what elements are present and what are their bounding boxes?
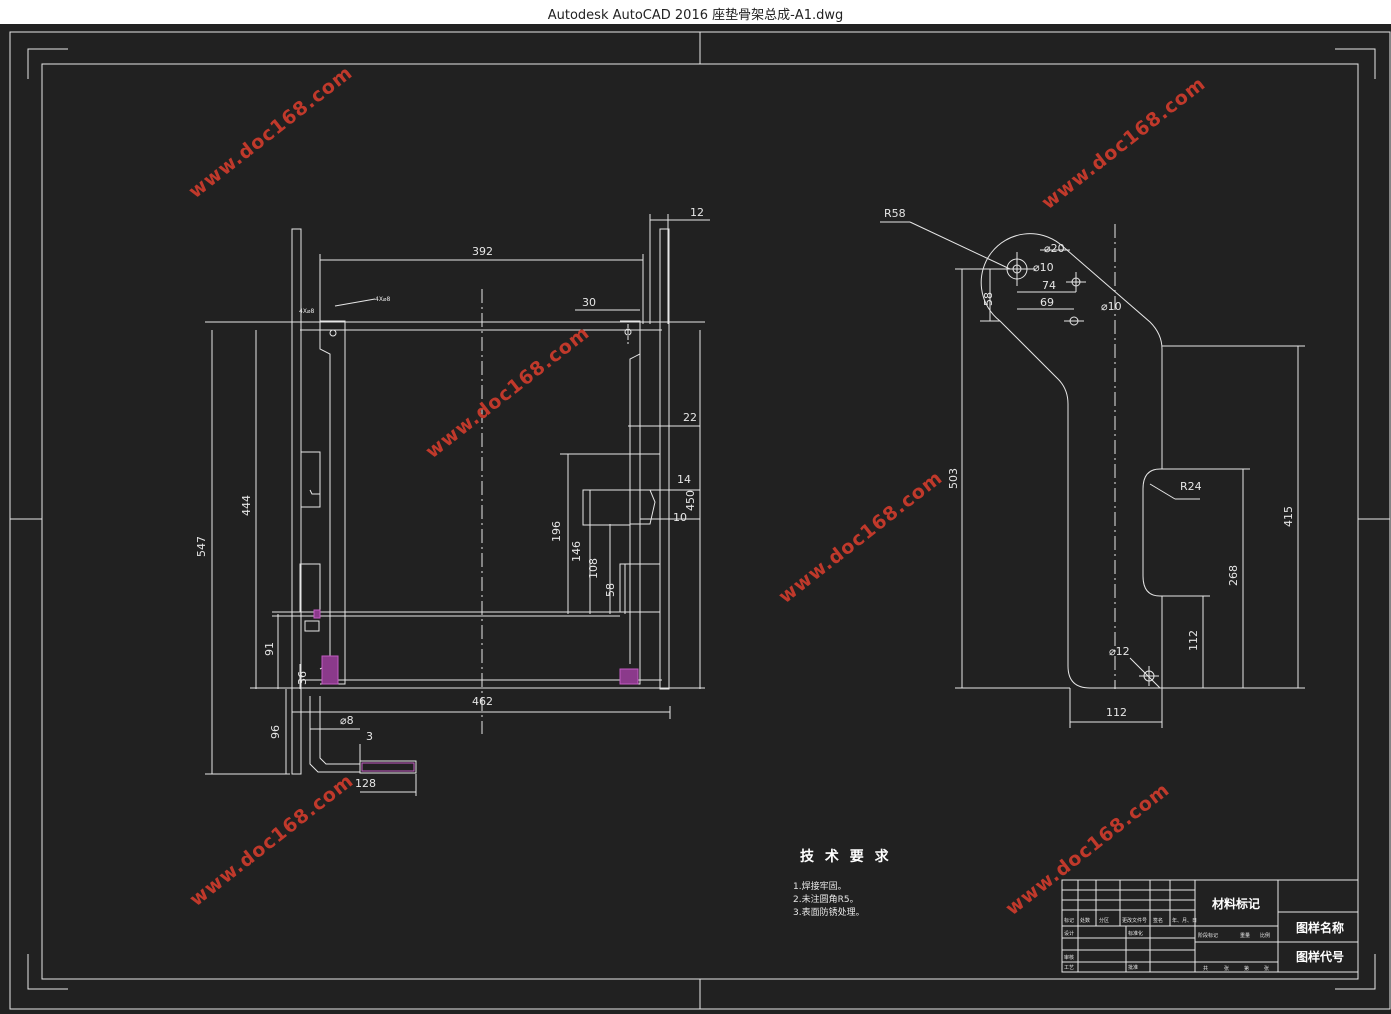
tb-col-label-0: 设计 (1064, 930, 1074, 937)
watermark-1: www.doc168.com (185, 61, 357, 202)
watermark-5: www.doc168.com (186, 769, 358, 910)
drawing-name-label: 图样名称 (1296, 920, 1344, 935)
dim-22: 22 (683, 411, 697, 424)
dim-503: 503 (947, 468, 960, 489)
dim-146: 146 (570, 541, 583, 562)
watermark-3: www.doc168.com (422, 321, 594, 462)
dim-12: 12 (690, 206, 704, 219)
dim-58: 58 (604, 583, 617, 597)
dim-450: 450 (684, 490, 697, 511)
title-block (1061, 879, 1359, 973)
dim-128: 128 (355, 777, 376, 790)
watermark-2: www.doc168.com (1038, 72, 1210, 213)
dim-14: 14 (677, 473, 691, 486)
tb-stage-label-0: 阶段标记 (1198, 932, 1218, 939)
dim-112-h: 112 (1106, 706, 1127, 719)
drawing-code-label: 图样代号 (1296, 949, 1344, 964)
dim-96: 96 (269, 725, 282, 739)
dim-3: 3 (366, 730, 373, 743)
tb-sheet-label-2: 第 (1244, 965, 1249, 972)
dim-392: 392 (472, 245, 493, 258)
tb-sheet-label-3: 张 (1264, 965, 1269, 972)
dim-36: 36 (296, 671, 309, 685)
tb-row-label-2: 分区 (1099, 917, 1109, 924)
dim-112-v: 112 (1187, 630, 1200, 651)
note-4x-d8-left: 4X⌀8 (299, 308, 315, 315)
tb-stage-label-1: 重量 (1240, 932, 1250, 939)
tb-row-label-4: 签名 (1153, 917, 1163, 924)
drawing-svg[interactable]: 392 12 30 22 14 10 450 196 146 108 58 54… (0, 24, 1391, 1010)
material-label: 材料标记 (1211, 896, 1260, 911)
dim-74: 74 (1042, 279, 1056, 292)
tech-req-item-2: 2.未注圆角R5。 (793, 893, 859, 905)
front-view (205, 214, 710, 796)
tb-col-label-4: 批准 (1128, 964, 1138, 971)
tech-req-item-1: 1.焊接牢固。 (793, 880, 847, 892)
dim-d10a: ⌀10 (1033, 261, 1054, 274)
dim-d8: ⌀8 (340, 714, 354, 727)
tb-sheet-label-0: 共 (1203, 965, 1208, 972)
dim-415: 415 (1282, 506, 1295, 527)
tb-row-label-1: 处数 (1080, 917, 1090, 924)
dim-30: 30 (582, 296, 596, 309)
tb-col-label-1: 标准化 (1128, 930, 1143, 937)
tb-stage-label-2: 比例 (1260, 932, 1270, 939)
watermark-6: www.doc168.com (1002, 778, 1174, 919)
dim-69: 69 (1040, 296, 1054, 309)
tb-row-label-5: 年、月、日 (1172, 917, 1197, 924)
dim-108: 108 (587, 558, 600, 579)
dim-d20: ⌀20 (1044, 242, 1065, 255)
dim-91: 91 (263, 642, 276, 656)
dim-462: 462 (472, 695, 493, 708)
dim-268: 268 (1227, 565, 1240, 586)
side-view (880, 221, 1305, 728)
tb-sheet-label-1: 张 (1224, 965, 1229, 972)
tb-col-label-2: 审核 (1064, 954, 1074, 961)
title-bar: Autodesk AutoCAD 2016 座垫骨架总成-A1.dwg (0, 0, 1391, 25)
dim-547: 547 (195, 536, 208, 557)
window-title: Autodesk AutoCAD 2016 座垫骨架总成-A1.dwg (547, 8, 844, 23)
dim-58-side: 58 (982, 292, 995, 306)
tech-req-heading: 技 术 要 求 (800, 848, 892, 865)
dim-10: 10 (673, 511, 687, 524)
tech-req-item-3: 3.表面防锈处理。 (793, 906, 865, 918)
dim-r24: R24 (1180, 480, 1202, 493)
tb-col-label-3: 工艺 (1064, 965, 1074, 971)
dim-444: 444 (240, 495, 253, 516)
note-4x-d8: 4X⌀8 (375, 296, 391, 303)
tb-row-label-3: 更改文件号 (1122, 917, 1147, 924)
tb-row-label-0: 标记 (1064, 917, 1074, 924)
watermark-4: www.doc168.com (775, 466, 947, 607)
dim-r58: R58 (884, 207, 906, 220)
dim-196: 196 (550, 521, 563, 542)
drawing-canvas[interactable]: 392 12 30 22 14 10 450 196 146 108 58 54… (0, 24, 1391, 1010)
dim-d12: ⌀12 (1109, 645, 1130, 658)
dim-d10b: ⌀10 (1101, 300, 1122, 313)
